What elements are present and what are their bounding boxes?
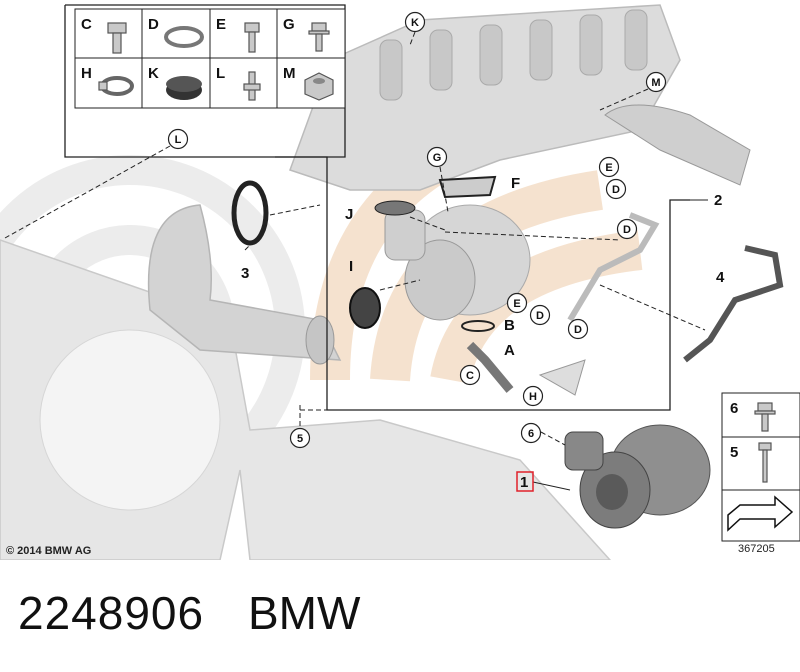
part-number: 2248906 — [18, 587, 205, 639]
callout-d4: D — [567, 318, 589, 340]
callout-h: H — [522, 385, 544, 407]
banjo-bolt-icon — [244, 22, 260, 53]
view-arrow-icon — [727, 495, 794, 532]
grommet-icon — [166, 76, 202, 100]
callout-text: K — [411, 17, 419, 29]
label-B: B — [504, 317, 515, 334]
callout-m: M — [645, 71, 667, 93]
callout-text: G — [433, 152, 442, 164]
legend-number: 6 — [730, 400, 738, 417]
label-F: F — [511, 175, 520, 192]
leader-lines — [4, 31, 706, 446]
legend-item-h: H — [81, 65, 134, 96]
callout-text: E — [513, 298, 520, 310]
highlight-box-1 — [516, 471, 534, 492]
gasket-B — [461, 320, 495, 332]
legend-item-6: 6 — [730, 400, 776, 432]
legend-item-m: M — [283, 65, 334, 101]
callout-n5: 5 — [289, 427, 311, 449]
oil-line-4 — [683, 245, 784, 363]
callout-e1: E — [598, 156, 620, 178]
stud-bolt-icon — [243, 71, 261, 101]
callout-k: K — [404, 11, 426, 33]
assembly-frame — [64, 4, 690, 411]
flange-bolt-icon — [754, 402, 776, 432]
callout-e2: E — [506, 292, 528, 314]
diagram-number: 367205 — [738, 543, 775, 555]
seal-ring-I — [349, 287, 381, 329]
legend-letter: G — [283, 16, 295, 33]
long-bolt-icon — [758, 442, 772, 483]
oil-line-A — [466, 341, 514, 393]
cylinder-head — [289, 4, 681, 191]
callout-text: C — [466, 370, 474, 382]
callout-text: D — [623, 224, 631, 236]
legend-item-5: 5 — [730, 442, 772, 483]
callout-l: L — [167, 128, 189, 150]
legend-item-k: K — [148, 65, 202, 100]
legend-letter: E — [216, 16, 226, 33]
clamp-J — [374, 200, 416, 216]
legend-side-items: 65 — [730, 400, 776, 483]
callout-g: G — [426, 146, 448, 168]
label-1: 1 — [520, 474, 528, 491]
bracket-H — [538, 359, 586, 396]
callout-text: E — [605, 162, 612, 174]
flange-bolt-icon — [308, 22, 330, 52]
callout-n6: 6 — [520, 422, 542, 444]
label-3: 3 — [241, 265, 249, 282]
pipe-M — [604, 104, 751, 186]
hex-nut-icon — [304, 72, 334, 101]
label-I: I — [349, 258, 353, 275]
legend-item-e: E — [216, 16, 260, 53]
legend-number: 5 — [730, 444, 738, 461]
callout-d3: D — [529, 304, 551, 326]
legend-letter: M — [283, 65, 296, 82]
turbocharger-exploded — [384, 204, 531, 321]
callout-d2: D — [616, 218, 638, 240]
legend-letter: L — [216, 65, 225, 82]
gasket-3 — [231, 180, 269, 246]
label-J: J — [345, 206, 353, 223]
legend-item-l: L — [216, 65, 261, 101]
turbocharger-part-1 — [564, 424, 711, 529]
bolt-icon — [107, 22, 127, 54]
label-4: 4 — [716, 269, 725, 286]
callout-text: 6 — [528, 428, 534, 440]
washer-icon — [164, 26, 204, 48]
leader-line-1 — [532, 481, 571, 491]
legend-item-g: G — [283, 16, 330, 52]
callout-text: D — [536, 310, 544, 322]
label-A: A — [504, 342, 515, 359]
oil-line-2 — [567, 212, 660, 322]
legend-letter: C — [81, 16, 92, 33]
callout-c: C — [459, 364, 481, 386]
gasket-F — [438, 175, 497, 199]
legend-top-items: C D E G H K L M — [81, 16, 334, 101]
callout-d1: D — [605, 178, 627, 200]
legend-letter: D — [148, 16, 159, 33]
callout-text: M — [651, 77, 660, 89]
callout-text: D — [612, 184, 620, 196]
brand: BMW — [248, 587, 361, 639]
legend-letter: K — [148, 65, 159, 82]
fan-shroud — [0, 239, 612, 560]
copyright: © 2014 BMW AG — [6, 545, 91, 557]
legend-item-d: D — [148, 16, 204, 48]
callout-text: H — [529, 391, 537, 403]
label-2: 2 — [714, 192, 722, 209]
callout-text: 5 — [297, 433, 303, 445]
callout-text: L — [175, 134, 182, 146]
hose-clamp-icon — [98, 76, 134, 96]
legend-item-c: C — [81, 16, 127, 54]
legend-letter: H — [81, 65, 92, 82]
callout-text: D — [574, 324, 582, 336]
